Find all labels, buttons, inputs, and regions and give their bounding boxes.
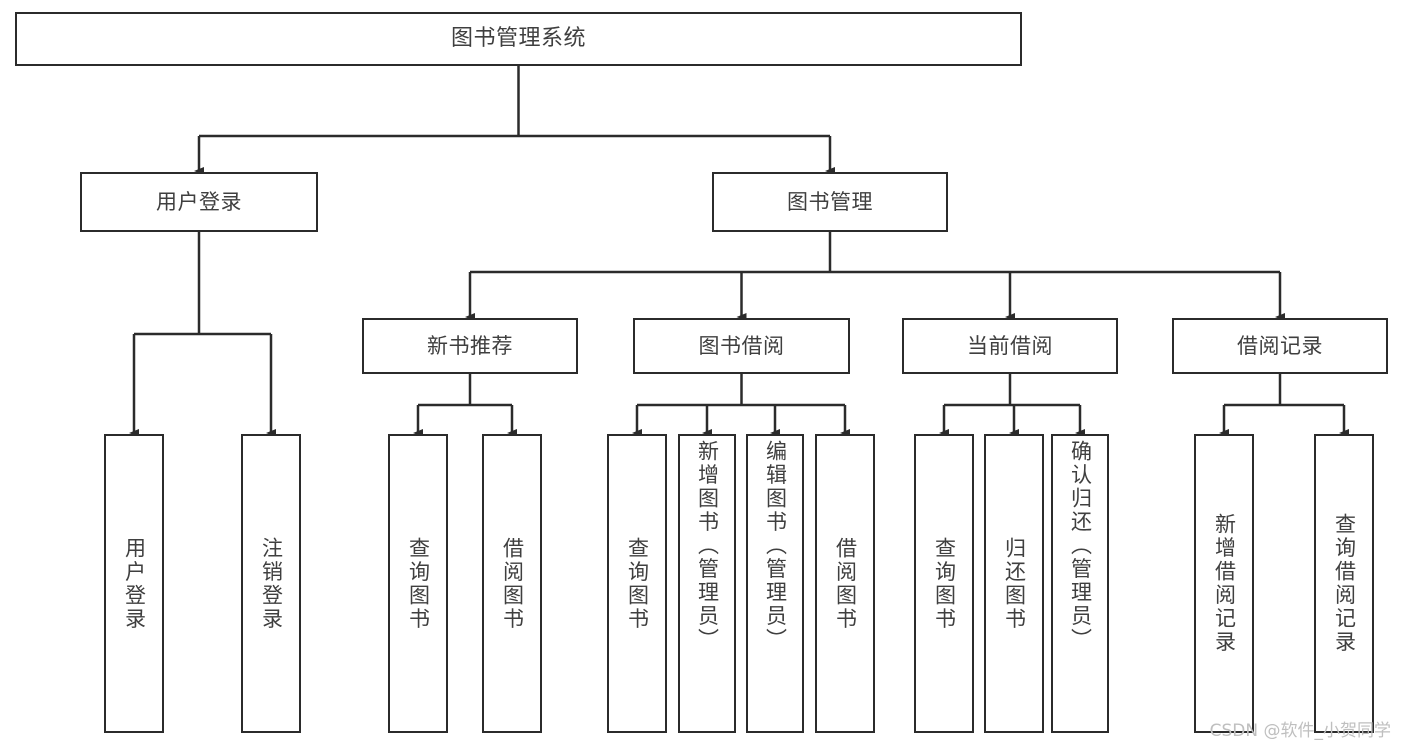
node-label: 用户登录	[156, 189, 242, 214]
node-label: 查询借阅记录	[1332, 513, 1357, 654]
node-label: 编辑图书（管理员）	[763, 440, 788, 652]
node-label: 新增借阅记录	[1212, 513, 1237, 654]
node-label: 新书推荐	[427, 333, 513, 358]
node-label: 查询图书	[625, 536, 650, 631]
node-borrow[interactable]: 图书借阅	[633, 318, 850, 374]
node-label: 用户登录	[122, 536, 147, 631]
edge-group	[129, 66, 1349, 437]
node-records[interactable]: 借阅记录	[1172, 318, 1388, 374]
node-leaf-cur-3[interactable]: 确认归还（管理员）	[1051, 434, 1109, 733]
node-login[interactable]: 用户登录	[80, 172, 318, 232]
node-label: 借阅图书	[833, 536, 858, 631]
node-root[interactable]: 图书管理系统	[15, 12, 1022, 66]
node-leaf-borrow-3[interactable]: 编辑图书（管理员）	[746, 434, 804, 733]
node-leaf-cur-1[interactable]: 查询图书	[914, 434, 974, 733]
node-current[interactable]: 当前借阅	[902, 318, 1118, 374]
node-label: 确认归还（管理员）	[1068, 440, 1093, 652]
node-label: 注销登录	[259, 536, 284, 631]
node-leaf-login-1[interactable]: 用户登录	[104, 434, 164, 733]
node-leaf-borrow-4[interactable]: 借阅图书	[815, 434, 875, 733]
node-label: 查询图书	[406, 536, 431, 631]
node-label: 图书管理系统	[450, 26, 586, 52]
watermark: CSDN @软件_小贺同学	[1209, 721, 1391, 741]
node-label: 归还图书	[1002, 536, 1027, 631]
node-label: 新增图书（管理员）	[695, 440, 720, 652]
node-newbooks[interactable]: 新书推荐	[362, 318, 578, 374]
node-label: 借阅图书	[500, 536, 525, 631]
node-label: 图书借阅	[698, 333, 785, 358]
node-leaf-borrow-2[interactable]: 新增图书（管理员）	[678, 434, 736, 733]
node-label: 查询图书	[932, 536, 957, 631]
node-label: 借阅记录	[1237, 333, 1323, 358]
node-leaf-borrow-1[interactable]: 查询图书	[607, 434, 667, 733]
node-label: 图书管理	[787, 189, 873, 214]
node-leaf-login-2[interactable]: 注销登录	[241, 434, 301, 733]
node-label: 当前借阅	[967, 333, 1053, 358]
node-leaf-rec-1[interactable]: 新增借阅记录	[1194, 434, 1254, 733]
node-bookmgmt[interactable]: 图书管理	[712, 172, 948, 232]
node-leaf-new-2[interactable]: 借阅图书	[482, 434, 542, 733]
node-leaf-new-1[interactable]: 查询图书	[388, 434, 448, 733]
node-leaf-cur-2[interactable]: 归还图书	[984, 434, 1044, 733]
node-leaf-rec-2[interactable]: 查询借阅记录	[1314, 434, 1374, 733]
